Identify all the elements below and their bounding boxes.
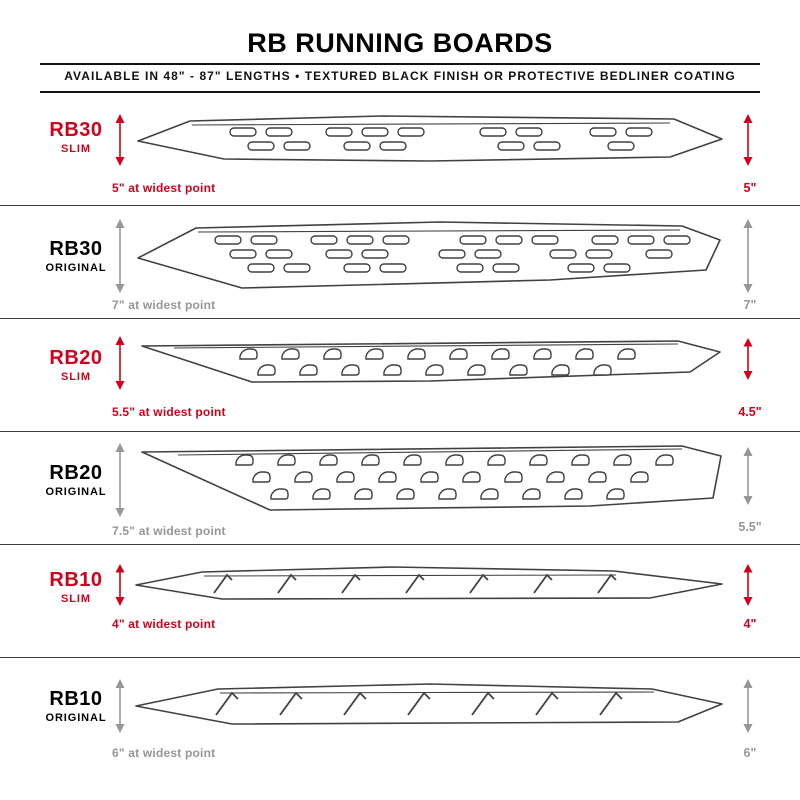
board-profile-rb20-original — [141, 445, 722, 511]
model-label: RB10 ORIGINAL — [28, 688, 124, 724]
width-note: 7.5" at widest point — [112, 524, 226, 538]
dimension-arrow-left-icon — [115, 443, 125, 517]
row-rb10-original: RB10 ORIGINAL 6" at widest po — [0, 658, 800, 771]
row-rb10-slim: RB10 SLIM 4" at widest point — [0, 545, 800, 658]
row-rb30-original: RB30 ORIGINAL — [0, 206, 800, 319]
model-variant: SLIM — [61, 593, 91, 605]
model-variant: SLIM — [61, 143, 91, 155]
dimension-arrow-right-icon — [743, 219, 753, 293]
height-label: 4.5" — [738, 405, 762, 419]
model-variant: ORIGINAL — [45, 262, 107, 274]
model-name: RB30 — [49, 119, 103, 141]
board-profile-rb30-original — [137, 221, 721, 289]
row-rb20-slim: RB20 SLIM — [0, 319, 800, 432]
model-name: RB10 — [49, 569, 103, 591]
board-rows: RB30 SLIM — [0, 93, 800, 771]
dimension-arrow-left-icon — [115, 679, 125, 733]
model-label: RB30 ORIGINAL — [28, 238, 124, 274]
height-label: 4" — [743, 617, 757, 631]
model-name: RB20 — [49, 462, 103, 484]
board-profile-rb10-original — [135, 683, 723, 725]
model-label: RB10 SLIM — [28, 569, 124, 605]
model-name: RB30 — [49, 238, 103, 260]
width-note: 4" at widest point — [112, 617, 216, 631]
board-profile-rb10-slim — [135, 566, 723, 600]
dimension-arrow-right-icon — [743, 338, 753, 380]
page-subtitle: AVAILABLE IN 48" - 87" LENGTHS • TEXTURE… — [64, 69, 736, 83]
model-variant: SLIM — [61, 371, 91, 383]
row-rb20-original: RB20 ORIGINAL — [0, 432, 800, 545]
dimension-arrow-right-icon — [743, 447, 753, 505]
board-profile-rb20-slim — [141, 340, 721, 383]
model-variant: ORIGINAL — [45, 486, 107, 498]
dimension-arrow-right-icon — [743, 679, 753, 733]
model-label: RB20 ORIGINAL — [28, 462, 124, 498]
dimension-arrow-right-icon — [743, 114, 753, 166]
height-label: 5.5" — [738, 520, 762, 534]
model-label: RB30 SLIM — [28, 119, 124, 155]
model-name: RB10 — [49, 688, 103, 710]
row-rb30-slim: RB30 SLIM — [0, 93, 800, 206]
header-rule-top — [40, 63, 760, 65]
model-label: RB20 SLIM — [28, 347, 124, 383]
dimension-arrow-right-icon — [743, 564, 753, 606]
dimension-arrow-left-icon — [115, 336, 125, 390]
model-variant: ORIGINAL — [45, 712, 107, 724]
height-label: 7" — [743, 298, 757, 312]
model-name: RB20 — [49, 347, 103, 369]
height-label: 6" — [743, 746, 757, 760]
dimension-arrow-left-icon — [115, 564, 125, 606]
width-note: 7" at widest point — [112, 298, 216, 312]
page-title: RB RUNNING BOARDS — [247, 28, 553, 58]
board-profile-rb30-slim — [137, 115, 723, 162]
dimension-arrow-left-icon — [115, 219, 125, 293]
height-label: 5" — [743, 181, 757, 195]
dimension-arrow-left-icon — [115, 114, 125, 166]
width-note: 5" at widest point — [112, 181, 216, 195]
width-note: 5.5" at widest point — [112, 405, 226, 419]
width-note: 6" at widest point — [112, 746, 216, 760]
header-rule-bottom — [40, 91, 760, 93]
